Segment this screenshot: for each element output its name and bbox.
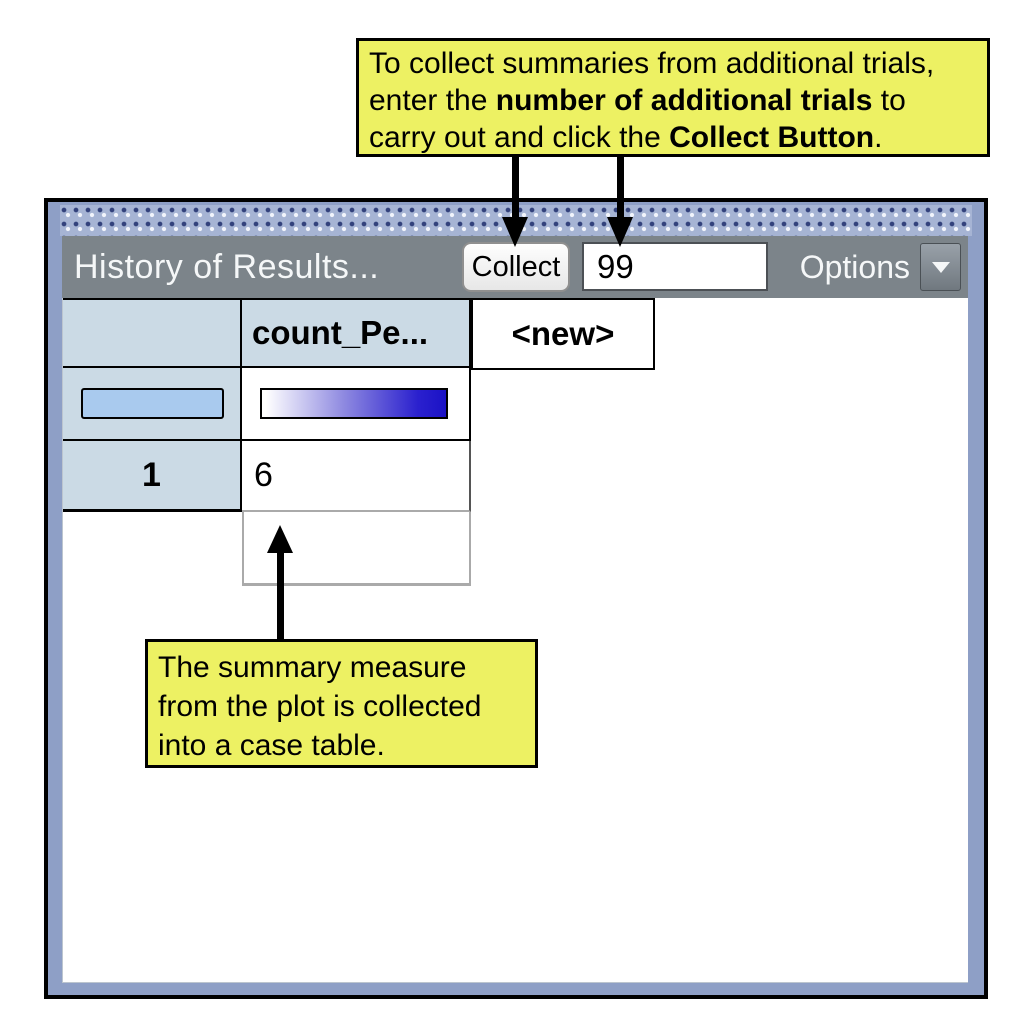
collect-button[interactable]: Collect: [462, 242, 570, 292]
row-index-cell[interactable]: 1: [63, 441, 242, 512]
callout-line: The summary measure: [158, 651, 467, 684]
arrow-to-trials-input: [607, 157, 633, 247]
callout-line: enter the number of additional trials to: [369, 84, 906, 117]
corner-header-cell: [63, 298, 242, 368]
window-title: History of Results...: [74, 247, 380, 286]
arrow-head-icon: [607, 217, 633, 247]
instruction-callout-bottom: The summary measure from the plot is col…: [145, 639, 538, 768]
column-header-new[interactable]: <new>: [471, 298, 655, 370]
row-color-swatch[interactable]: [81, 388, 224, 419]
callout-line: carry out and click the Collect Button.: [369, 121, 883, 154]
attribute-gradient-swatch[interactable]: [260, 388, 448, 419]
history-of-results-window: History of Results... Collect Options co…: [44, 198, 988, 999]
options-label: Options: [799, 248, 910, 285]
arrow-shaft: [276, 553, 284, 639]
options-group: Options: [800, 236, 961, 298]
callout-line: from the plot is collected: [158, 690, 482, 723]
trials-input[interactable]: [582, 242, 768, 291]
callout-line: To collect summaries from additional tri…: [369, 47, 935, 80]
arrow-head-icon: [502, 217, 528, 247]
row-swatch-cell: [63, 368, 242, 441]
case-value-cell[interactable]: 6: [242, 441, 471, 512]
arrow-shaft: [511, 157, 519, 217]
chevron-down-icon: [931, 261, 950, 273]
options-dropdown-button[interactable]: [920, 243, 961, 291]
document-area: count_Pe... <new> 1 6: [62, 298, 968, 983]
callout-line: into a case table.: [158, 729, 385, 762]
arrow-head-icon: [267, 525, 293, 553]
instruction-callout-top: To collect summaries from additional tri…: [356, 38, 990, 157]
arrow-to-case-table: [267, 525, 293, 639]
column-header-count[interactable]: count_Pe...: [242, 298, 471, 368]
arrow-to-collect-button: [502, 157, 528, 247]
arrow-shaft: [616, 157, 624, 217]
attribute-gradient-cell: [242, 368, 471, 441]
